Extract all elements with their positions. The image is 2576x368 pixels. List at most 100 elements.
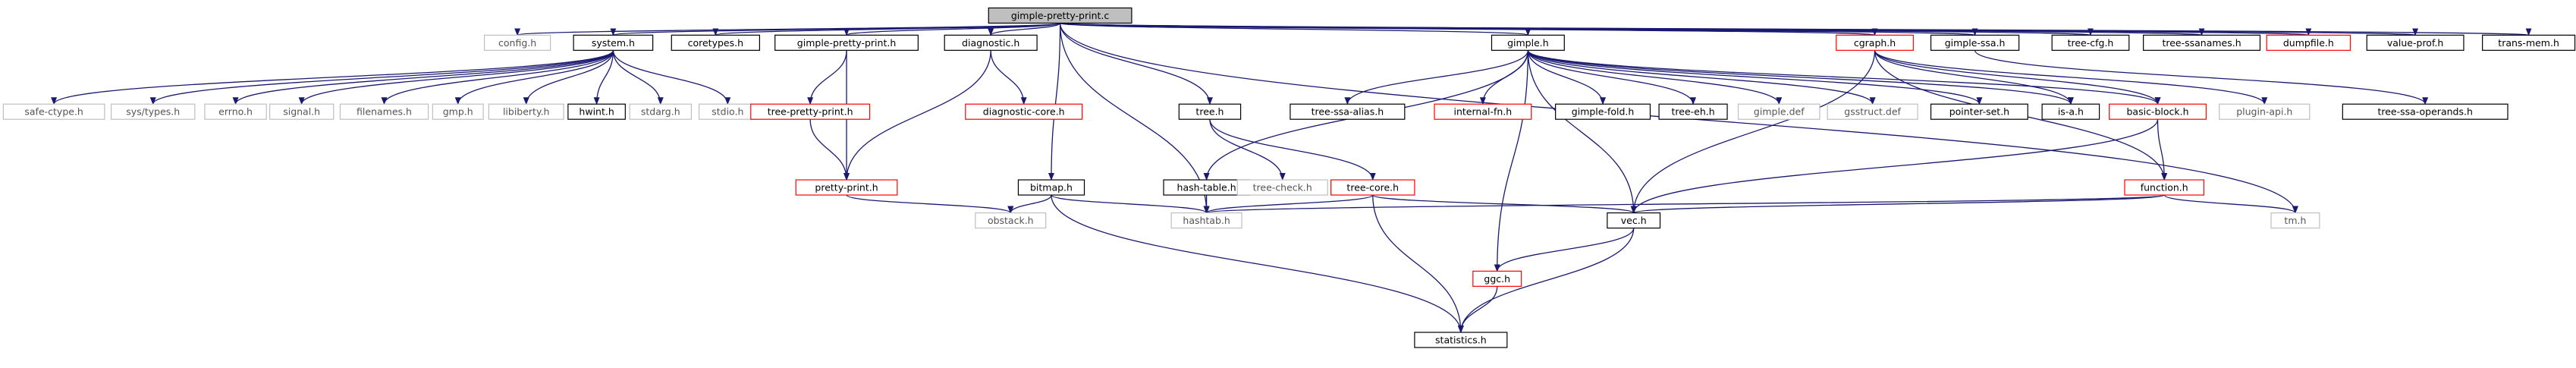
node-prettyprint[interactable]: pretty-print.h	[795, 179, 898, 196]
node-box-transmem	[2482, 34, 2576, 51]
node-cgraph[interactable]: cgraph.h	[1836, 34, 1914, 51]
node-hashtab: hashtab.h	[1170, 212, 1242, 229]
node-box-prettyprint	[795, 179, 898, 196]
node-vec[interactable]: vec.h	[1607, 212, 1661, 229]
node-box-tmh	[2270, 212, 2320, 229]
edge-root-to-hashtab	[1059, 23, 1210, 214]
edge-gimple-to-isa	[1527, 50, 2074, 105]
node-box-pluginapi	[2219, 103, 2311, 120]
node-basicblock[interactable]: basic-block.h	[2109, 103, 2207, 120]
node-box-treessaalias	[1290, 103, 1406, 120]
node-valueprof[interactable]: value-prof.h	[2366, 34, 2464, 51]
node-bitmap[interactable]: bitmap.h	[1017, 179, 1085, 196]
node-pointerset[interactable]: pointer-set.h	[1930, 103, 2028, 120]
node-box-dumpfile	[2266, 34, 2351, 51]
node-treecfg[interactable]: tree-cfg.h	[2051, 34, 2130, 51]
node-box-treessanames	[2143, 34, 2261, 51]
node-statistics[interactable]: statistics.h	[1414, 332, 1508, 348]
node-box-obstack	[975, 212, 1047, 229]
node-label-hashtab: hashtab.h	[1183, 215, 1230, 226]
node-box-treecheck	[1236, 179, 1328, 196]
nodes-layer: gimple-pretty-print.c config.h system.h cor…	[2, 7, 2576, 348]
node-gpph[interactable]: gimple-pretty-print.h	[774, 34, 919, 51]
node-treecore[interactable]: tree-core.h	[1330, 179, 1415, 196]
node-treepp[interactable]: tree-pretty-print.h	[750, 103, 871, 120]
edge-function-to-tmh	[2163, 194, 2298, 214]
edge-system-to-hwint	[593, 50, 614, 105]
node-treeh[interactable]: tree.h	[1178, 103, 1242, 120]
node-hashtable[interactable]: hash-table.h	[1163, 179, 1250, 196]
node-label-treessaalias: tree-ssa-alias.h	[1312, 106, 1384, 118]
edge-system-to-gmp	[454, 50, 614, 105]
node-box-gimple	[1491, 34, 1565, 51]
node-ggc[interactable]: ggc.h	[1472, 270, 1522, 287]
node-dumpfile[interactable]: dumpfile.h	[2266, 34, 2351, 51]
edge-prettyprint-to-obstack	[846, 194, 1014, 214]
edge-vec-to-ggc	[1494, 228, 1635, 272]
node-label-gimpledef: gimple.def	[1754, 106, 1805, 118]
node-label-treeh: tree.h	[1195, 106, 1224, 118]
node-box-internalfn	[1434, 103, 1532, 120]
edge-diagnostic-to-diagcore	[990, 50, 1027, 105]
edge-root-to-gimple	[1059, 22, 1531, 36]
edge-ggc-to-statistics	[1457, 286, 1498, 333]
node-box-safectype	[2, 103, 105, 120]
node-box-treecfg	[2051, 34, 2130, 51]
edge-gpph-to-treepp	[807, 50, 847, 105]
node-pluginapi: plugin-api.h	[2219, 103, 2311, 120]
node-label-isa: is-a.h	[2058, 106, 2084, 118]
node-box-basicblock	[2109, 103, 2207, 120]
edge-basicblock-to-vec	[1630, 119, 2159, 214]
node-gimplessa[interactable]: gimple-ssa.h	[1930, 34, 2020, 51]
node-diagnostic[interactable]: diagnostic.h	[944, 34, 1038, 51]
node-treessaoperands[interactable]: tree-ssa-operands.h	[2342, 103, 2508, 120]
node-label-treecheck: tree-check.h	[1253, 182, 1312, 193]
edge-root-to-transmem	[1059, 22, 2530, 36]
edge-cgraph-to-vec	[1630, 50, 1876, 214]
edge-treepp-to-prettyprint	[809, 119, 850, 181]
node-label-treecore: tree-core.h	[1346, 182, 1399, 193]
node-label-libiberty: libiberty.h	[503, 106, 550, 118]
node-box-statistics	[1414, 332, 1508, 348]
edge-root-to-bitmap	[1048, 23, 1061, 181]
node-coretypes[interactable]: coretypes.h	[671, 34, 760, 51]
node-label-treecfg: tree-cfg.h	[2068, 37, 2114, 49]
node-label-gimplefold: gimple-fold.h	[1572, 106, 1635, 118]
node-label-signal: signal.h	[283, 106, 320, 118]
node-label-treessanames: tree-ssanames.h	[2162, 37, 2241, 49]
node-function[interactable]: function.h	[2124, 179, 2205, 196]
node-gimplefold[interactable]: gimple-fold.h	[1555, 103, 1651, 120]
node-label-dumpfile: dumpfile.h	[2283, 37, 2334, 49]
node-transmem[interactable]: trans-mem.h	[2482, 34, 2576, 51]
node-label-vec: vec.h	[1621, 215, 1647, 226]
edge-gimple-to-gsstructdef	[1527, 50, 1876, 105]
node-label-ggc: ggc.h	[1484, 273, 1510, 285]
node-treessanames[interactable]: tree-ssanames.h	[2143, 34, 2261, 51]
node-label-cgraph: cgraph.h	[1854, 37, 1896, 49]
node-label-errno: errno.h	[218, 106, 253, 118]
node-box-coretypes	[671, 34, 760, 51]
node-root[interactable]: gimple-pretty-print.c	[988, 7, 1132, 24]
edge-gimple-to-gimpledef	[1527, 50, 1783, 105]
node-box-libiberty	[488, 103, 564, 120]
node-treeeh[interactable]: tree-eh.h	[1658, 103, 1728, 120]
node-box-isa	[2041, 103, 2100, 120]
node-box-treepp	[750, 103, 871, 120]
edge-gimple-to-ggc	[1494, 50, 1529, 272]
node-internalfn[interactable]: internal-fn.h	[1434, 103, 1532, 120]
edges-layer	[51, 22, 2530, 333]
node-config: config.h	[483, 34, 551, 51]
node-stdio: stdio.h	[698, 103, 757, 120]
edge-gimple-to-basicblock	[1527, 49, 2161, 105]
node-box-signal	[269, 103, 335, 120]
node-isa[interactable]: is-a.h	[2041, 103, 2100, 120]
node-system[interactable]: system.h	[573, 34, 654, 51]
node-hwint[interactable]: hwint.h	[567, 103, 626, 120]
node-box-root	[988, 7, 1132, 24]
node-diagcore[interactable]: diagnostic-core.h	[965, 103, 1083, 120]
node-treessaalias[interactable]: tree-ssa-alias.h	[1290, 103, 1406, 120]
node-box-treeh	[1178, 103, 1242, 120]
node-gimple[interactable]: gimple.h	[1491, 34, 1565, 51]
edge-gimple-to-vec	[1527, 50, 1637, 214]
node-filenames: filenames.h	[339, 103, 429, 120]
